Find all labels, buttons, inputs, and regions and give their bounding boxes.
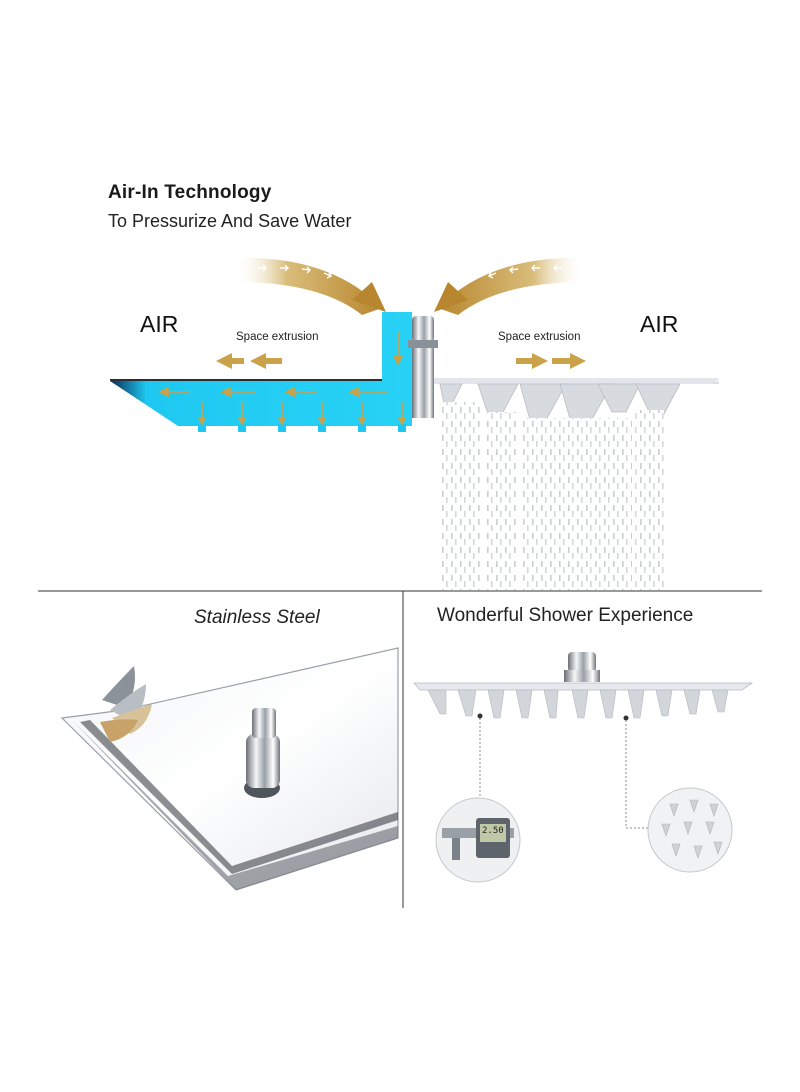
page-title: Air-In Technology (108, 182, 272, 203)
steel-foil-layers (100, 666, 152, 742)
air-label-left: AIR (140, 311, 179, 337)
stainless-steel-heading: Stainless Steel (194, 607, 320, 628)
shower-head-front (413, 652, 754, 829)
air-inflow-arrow-right (434, 257, 585, 315)
fitting-chrome (244, 708, 280, 798)
caliper-readout: 2.50 (482, 826, 504, 836)
page-subtitle: To Pressurize And Save Water (108, 211, 352, 231)
shower-cross-section (110, 312, 412, 432)
space-extrusion-arrows (216, 353, 586, 369)
space-extrusion-label-left: Space extrusion (236, 331, 319, 343)
nozzle-closeup-icon (647, 787, 733, 873)
shower-head-side (434, 378, 719, 590)
space-extrusion-label-right: Space extrusion (498, 331, 581, 343)
inlet-fitting (408, 316, 438, 418)
air-inflow-arrow-left (235, 257, 386, 315)
caliper-measurement-icon (435, 797, 521, 883)
stainless-plate-image (60, 647, 399, 891)
panel-dividers (38, 590, 762, 908)
air-label-right: AIR (640, 311, 679, 337)
shower-experience-heading: Wonderful Shower Experience (437, 605, 694, 626)
